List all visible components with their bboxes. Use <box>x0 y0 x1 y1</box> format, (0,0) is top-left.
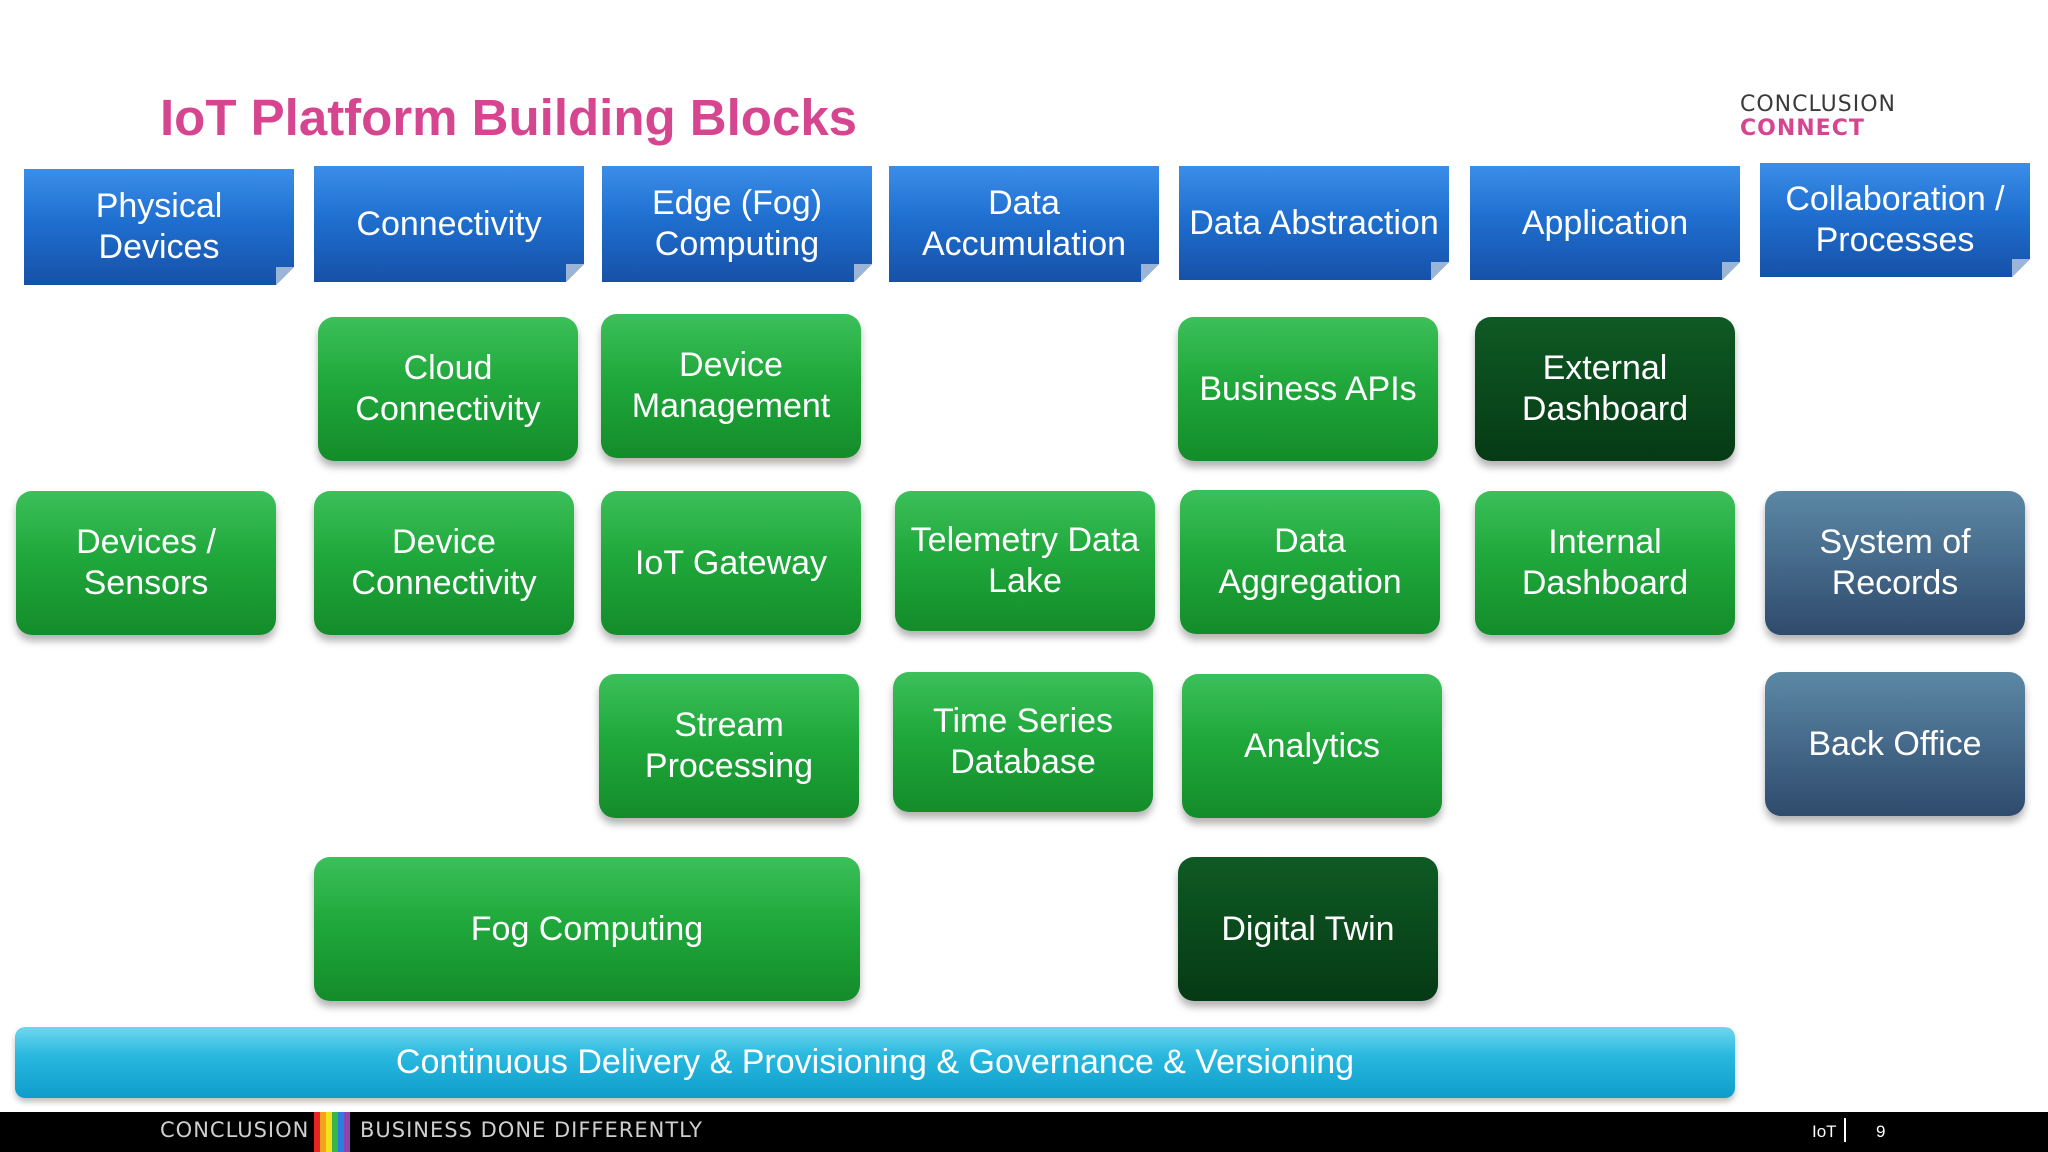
block-internal-dashboard: Internal Dashboard <box>1475 491 1735 635</box>
block-business-apis: Business APIs <box>1178 317 1438 461</box>
logo-line-connect: CONNECT <box>1740 116 1865 141</box>
column-header-collaboration-processes: Collaboration / Processes <box>1760 163 2030 277</box>
logo-line-conclusion: CONCLUSION <box>1740 92 1896 117</box>
slide-title: IoT Platform Building Blocks <box>160 89 858 146</box>
footer-brand: CONCLUSION <box>160 1118 310 1142</box>
block-data-aggregation: Data Aggregation <box>1180 490 1440 634</box>
block-device-management: Device Management <box>601 314 861 458</box>
conclusion-connect-logo: CONCLUSION CONNECT <box>1740 94 1896 140</box>
column-header-connectivity: Connectivity <box>314 166 584 282</box>
continuous-delivery-bar: Continuous Delivery & Provisioning & Gov… <box>15 1027 1735 1098</box>
footer-stripe <box>344 1112 350 1152</box>
footer-topic: IoT <box>1812 1122 1837 1141</box>
footer-tagline: BUSINESS DONE DIFFERENTLY <box>360 1118 703 1142</box>
column-header-application: Application <box>1470 166 1740 280</box>
block-telemetry-data-lake: Telemetry Data Lake <box>895 491 1155 631</box>
block-fog-computing: Fog Computing <box>314 857 860 1001</box>
page-number: 9 <box>1876 1122 1886 1141</box>
footer-color-stripes <box>314 1112 350 1152</box>
footer-bar: CONCLUSION BUSINESS DONE DIFFERENTLY IoT… <box>0 1112 2048 1152</box>
block-digital-twin: Digital Twin <box>1178 857 1438 1001</box>
block-system-of-records: System of Records <box>1765 491 2025 635</box>
footer-stripe <box>320 1112 326 1152</box>
block-iot-gateway: IoT Gateway <box>601 491 861 635</box>
footer-stripe <box>314 1112 320 1152</box>
block-back-office: Back Office <box>1765 672 2025 816</box>
block-devices-sensors: Devices / Sensors <box>16 491 276 635</box>
block-external-dashboard: External Dashboard <box>1475 317 1735 461</box>
block-time-series-database: Time Series Database <box>893 672 1153 812</box>
footer-separator <box>1844 1118 1846 1142</box>
footer-stripe <box>338 1112 344 1152</box>
block-device-connectivity: Device Connectivity <box>314 491 574 635</box>
column-header-physical-devices: Physical Devices <box>24 169 294 285</box>
column-header-data-abstraction: Data Abstraction <box>1179 166 1449 280</box>
footer-stripe <box>326 1112 332 1152</box>
column-header-data-accumulation: Data Accumulation <box>889 166 1159 282</box>
footer-stripe <box>332 1112 338 1152</box>
block-analytics: Analytics <box>1182 674 1442 818</box>
column-header-edge-fog-computing: Edge (Fog) Computing <box>602 166 872 282</box>
block-cloud-connectivity: Cloud Connectivity <box>318 317 578 461</box>
block-stream-processing: Stream Processing <box>599 674 859 818</box>
